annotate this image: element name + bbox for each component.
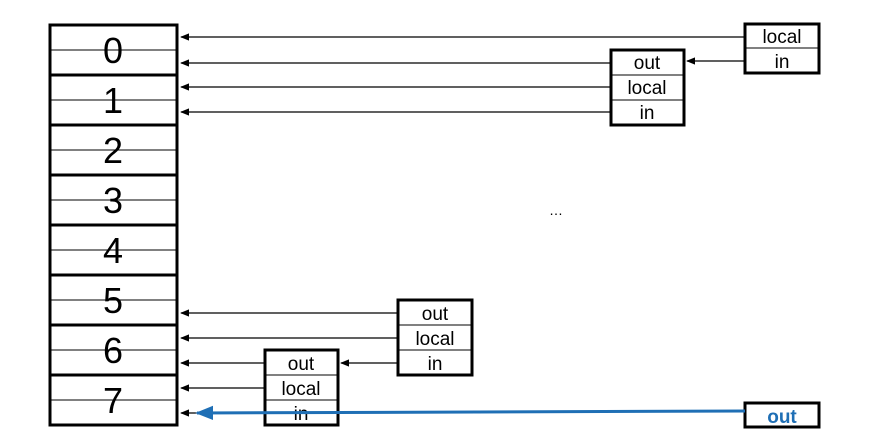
register-subdividers	[50, 49, 177, 401]
window-upper-in: in	[640, 103, 655, 124]
register-dividers	[50, 73, 177, 377]
register-label-0: 0	[103, 30, 123, 71]
standalone-out-label: out	[767, 407, 797, 428]
window-lower-out: out	[422, 304, 449, 325]
register-label-2: 2	[103, 130, 123, 171]
window-lower: out local in	[396, 298, 474, 377]
window-upper-local: local	[627, 78, 666, 99]
window-upper-out: out	[634, 53, 661, 74]
standalone-out-box	[743, 401, 821, 429]
register-label-4: 4	[103, 230, 123, 271]
window-bottom-in: in	[294, 404, 309, 425]
register-label-6: 6	[103, 330, 123, 371]
window-upper: out local in	[609, 48, 686, 127]
window-top-right-in: in	[775, 52, 790, 73]
register-label-5: 5	[103, 280, 123, 321]
ellipsis: …	[549, 202, 563, 218]
register-label-7: 7	[103, 380, 123, 421]
register-file: 0 1 2 3 4 5 6 7	[48, 23, 179, 427]
window-top-right: local in	[743, 22, 821, 75]
window-bottom-out: out	[288, 354, 315, 375]
window-bottom-local: local	[281, 379, 320, 400]
window-top-right-local: local	[762, 27, 801, 48]
window-lower-local: local	[415, 329, 454, 350]
window-lower-in: in	[428, 354, 443, 375]
register-label-1: 1	[103, 80, 123, 121]
register-label-3: 3	[103, 180, 123, 221]
arrow-standalone-out	[195, 405, 746, 421]
standalone-out: out	[743, 401, 821, 429]
window-lower-box	[396, 298, 474, 377]
